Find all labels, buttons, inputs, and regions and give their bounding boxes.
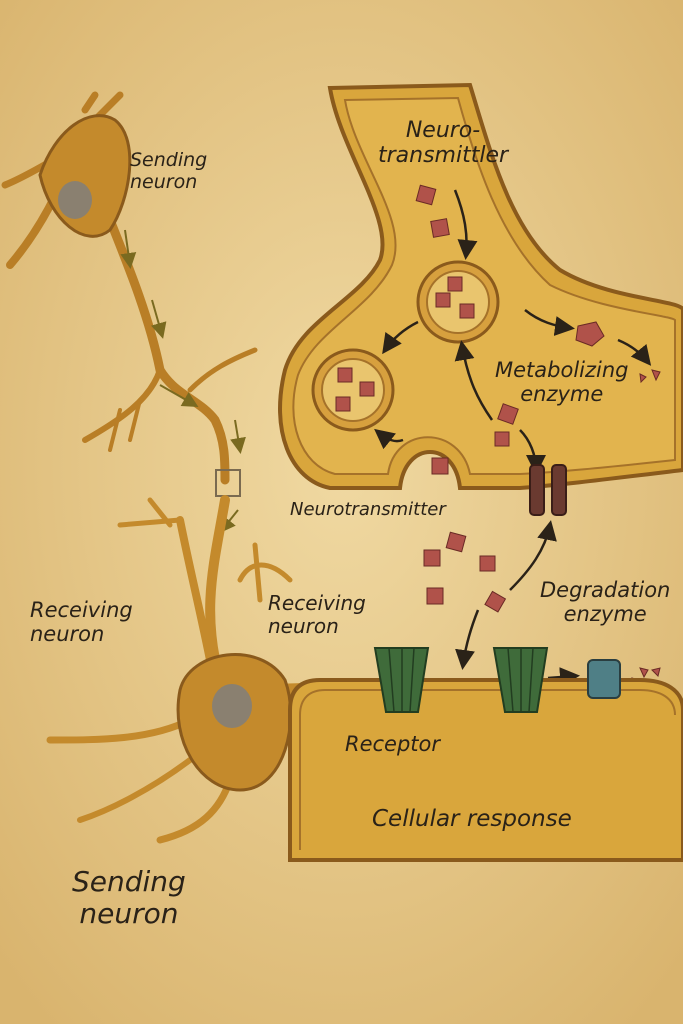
- postsynaptic-membrane: [288, 678, 683, 862]
- nucleus-icon: [212, 684, 252, 728]
- label-neurotransmitter-cleft: Neurotransmitter: [290, 499, 446, 520]
- receptor-1: [373, 647, 430, 713]
- ion-channel: [529, 464, 567, 516]
- label-neurotransmitter-top: Neuro-transmittler: [378, 118, 509, 169]
- degradation-enzyme-icon: [587, 659, 621, 699]
- neurotransmitter-molecules: [335, 184, 661, 688]
- nucleus-icon: [58, 181, 92, 219]
- vesicle-2: [311, 348, 395, 432]
- label-receptor: Receptor: [345, 732, 441, 756]
- label-cellular-response: Cellular response: [372, 806, 572, 832]
- vesicle-1: [416, 260, 500, 344]
- receptor-2: [492, 647, 549, 713]
